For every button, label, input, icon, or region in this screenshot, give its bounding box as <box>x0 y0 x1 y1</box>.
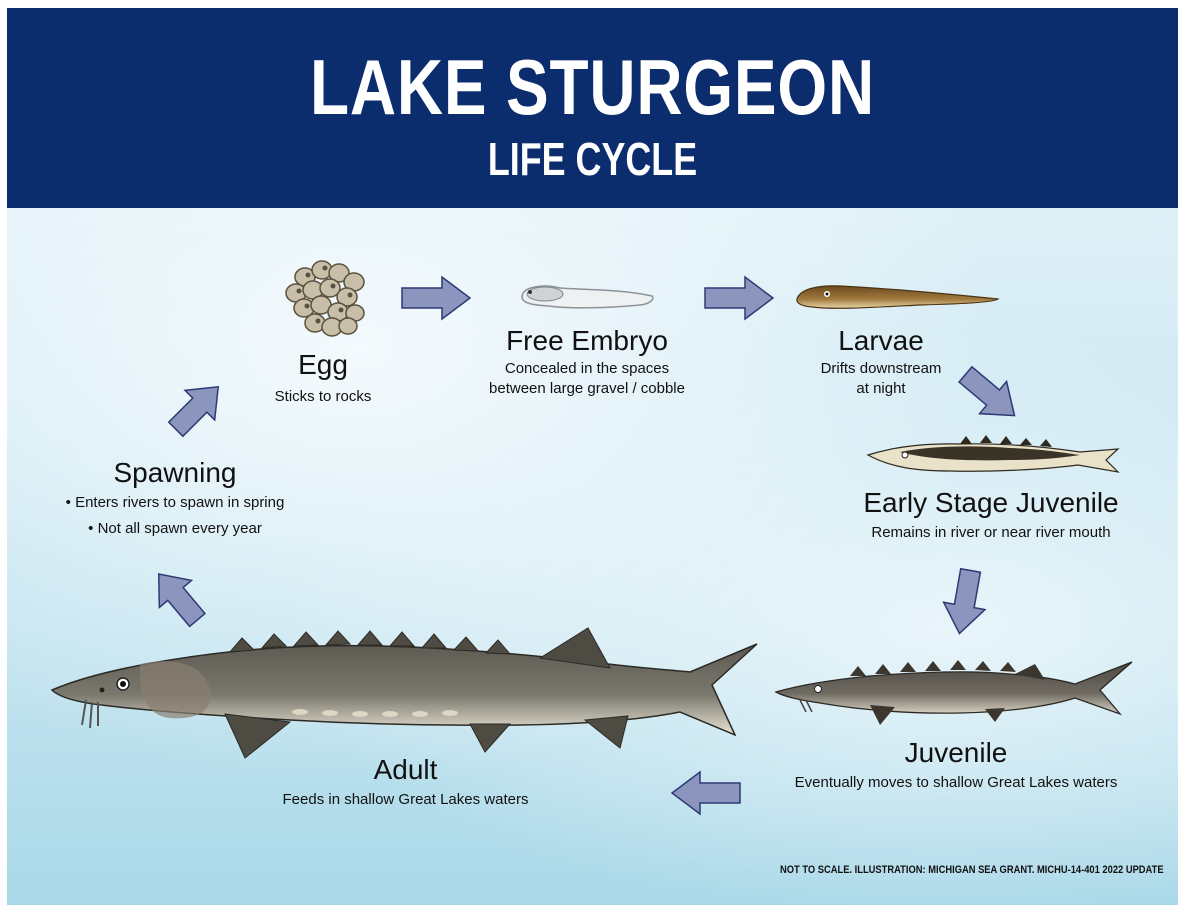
stage-larvae-title: Larvae <box>790 326 972 357</box>
early-juvenile-illustration <box>868 435 1118 472</box>
stage-larvae-desc-1: Drifts downstream <box>790 359 972 379</box>
free-embryo-illustration <box>522 286 653 308</box>
stage-larvae: Larvae Drifts downstream at night <box>790 326 972 399</box>
stage-juvenile-desc: Eventually moves to shallow Great Lakes … <box>772 773 1140 793</box>
stage-egg: Egg Sticks to rocks <box>248 350 398 407</box>
stage-free-embryo-title: Free Embryo <box>462 326 712 357</box>
stage-free-embryo: Free Embryo Concealed in the spaces betw… <box>462 326 712 399</box>
stage-spawning: Spawning • Enters rivers to spawn in spr… <box>40 458 310 539</box>
stage-adult-desc: Feeds in shallow Great Lakes waters <box>258 790 553 810</box>
stage-early-juvenile: Early Stage Juvenile Remains in river or… <box>840 488 1142 543</box>
stage-larvae-desc-2: at night <box>790 379 972 399</box>
stage-spawning-title: Spawning <box>40 458 310 489</box>
arrow-early-juvenile-to-juvenile <box>939 567 991 637</box>
juvenile-illustration <box>776 660 1132 725</box>
stage-adult: Adult Feeds in shallow Great Lakes water… <box>258 755 553 810</box>
stage-free-embryo-desc-1: Concealed in the spaces <box>462 359 712 379</box>
stage-adult-title: Adult <box>258 755 553 786</box>
stage-early-juvenile-desc: Remains in river or near river mouth <box>840 523 1142 543</box>
stage-juvenile-title: Juvenile <box>772 738 1140 769</box>
egg-cluster-illustration <box>286 261 364 336</box>
stage-free-embryo-desc-2: between large gravel / cobble <box>462 379 712 399</box>
arrow-juvenile-to-adult <box>672 772 740 814</box>
larvae-illustration <box>797 286 998 308</box>
stage-spawning-desc-2: • Not all spawn every year <box>40 519 310 539</box>
footnote-credit: NOT TO SCALE. ILLUSTRATION: MICHIGAN SEA… <box>780 864 1164 876</box>
adult-sturgeon-illustration <box>52 628 757 758</box>
stage-egg-desc: Sticks to rocks <box>248 387 398 407</box>
arrow-egg-to-embryo <box>402 277 470 319</box>
arrow-adult-to-spawning <box>143 561 214 634</box>
stage-egg-title: Egg <box>248 350 398 381</box>
arrow-embryo-to-larvae <box>705 277 773 319</box>
stage-spawning-desc-1: • Enters rivers to spawn in spring <box>40 493 310 513</box>
arrow-spawning-to-egg <box>161 372 233 444</box>
stage-juvenile: Juvenile Eventually moves to shallow Gre… <box>772 738 1140 793</box>
stage-early-juvenile-title: Early Stage Juvenile <box>840 488 1142 519</box>
